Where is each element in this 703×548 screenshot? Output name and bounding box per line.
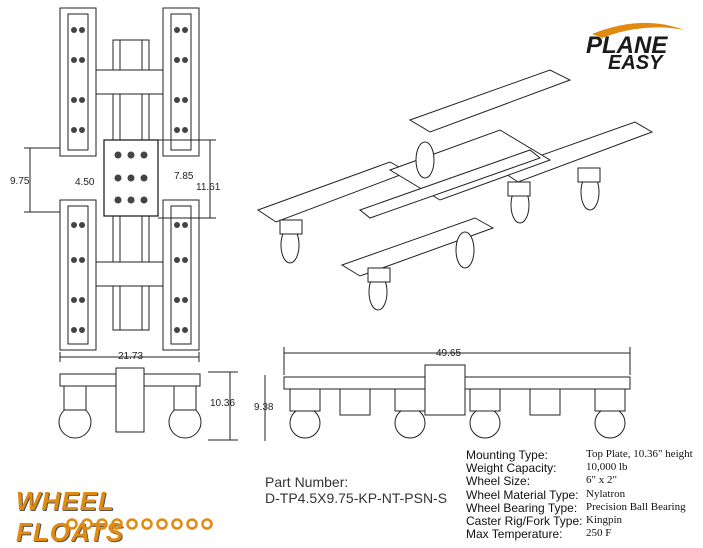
spec-value: Kingpin [586,514,623,526]
spec-key: Mounting Type: [466,448,548,462]
spec-key: Wheel Material Type: [466,487,579,502]
spec-key: Max Temperature: [466,527,563,542]
dim-overall-width: 21.73 [118,351,144,362]
dim-left-height: 9.75 [10,176,30,187]
top-view-drawing [24,7,216,362]
front-view-drawing [264,347,631,441]
spec-value: Top Plate, 10.36" height [586,448,693,460]
spec-value: 250 F [586,527,612,540]
spec-value: Nylatron [586,487,626,500]
spec-key: Wheel Size: [466,474,531,489]
part-number-label: Part Number: [265,474,349,490]
plane-easy-logo: PLANE EASY [572,20,698,74]
side-view-drawing [58,367,238,441]
dim-side-height: 10.36 [210,398,236,409]
spec-value: 6" x 2" [586,474,617,487]
spec-key: Weight Capacity: [466,461,557,476]
spec-value: Precision Ball Bearing [586,500,686,513]
logo-swoosh-icon [592,22,684,38]
dim-top-outer-width: 7.85 [174,171,194,182]
part-number-value: D-TP4.5X9.75-KP-NT-PSN-S [265,490,448,506]
logo-plane-word: PLANE [586,32,668,59]
wheel-floats-logo: WHEEL FLOATS [14,484,220,547]
wheel-row-icon [66,518,213,530]
logo-easy-word: EASY [608,52,663,74]
spec-key: Caster Rig/Fork Type: [466,514,583,528]
isometric-view-drawing [256,69,654,311]
spec-value: 10,000 lb [586,461,628,474]
dim-front-height: 9.38 [254,402,274,413]
dim-top-inner-width: 4.50 [75,177,95,188]
spec-key: Wheel Bearing Type: [466,500,578,515]
dim-front-length: 49.65 [436,348,462,359]
dim-right-height: 11.61 [196,182,221,193]
